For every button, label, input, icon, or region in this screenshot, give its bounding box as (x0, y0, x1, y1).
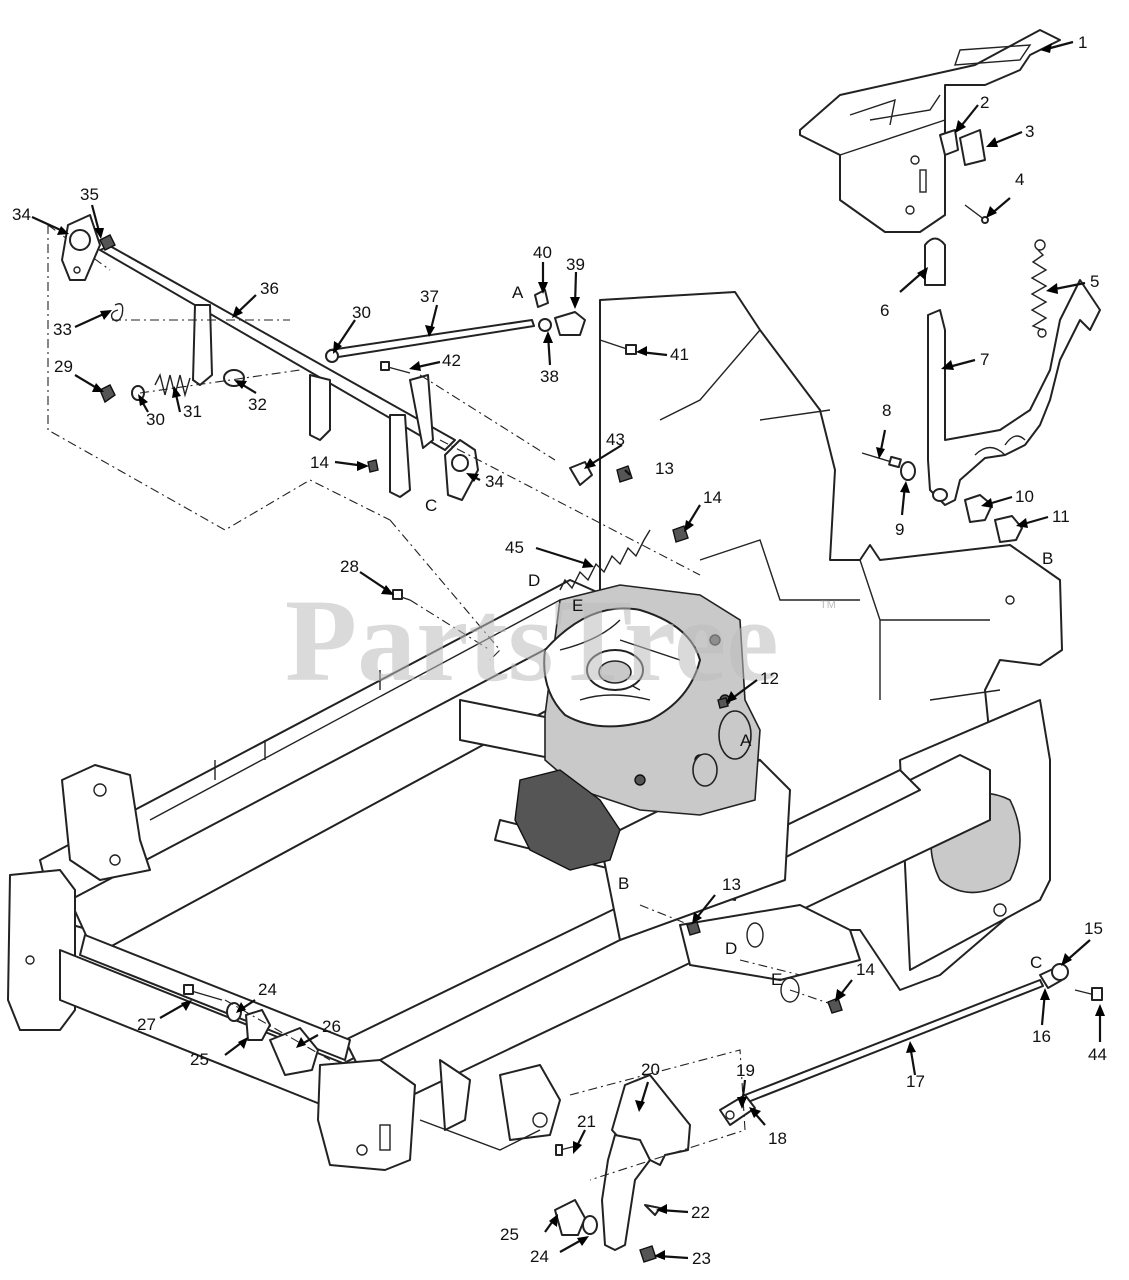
callout-arrows (31, 40, 1105, 1260)
callout-5: 5 (1090, 272, 1099, 291)
callout-34-right: 34 (485, 472, 504, 491)
callout-20: 20 (641, 1060, 660, 1079)
chassis-frame (7, 291, 1063, 1171)
callout-21: 21 (577, 1112, 596, 1131)
item-4-screw (964, 204, 986, 221)
ref-letter-a-lower: A (740, 731, 752, 750)
ref-letter-b-lower: B (618, 874, 629, 893)
callout-40: 40 (533, 243, 552, 262)
callout-36: 36 (260, 279, 279, 298)
callout-15: 15 (1084, 919, 1103, 938)
watermark-tm: TM (820, 599, 836, 611)
callout-10: 10 (1015, 487, 1034, 506)
right-front-hardware (639, 904, 843, 1014)
callout-37: 37 (420, 287, 439, 306)
callout-30-upper: 30 (352, 303, 371, 322)
callout-labels: 1 2 3 4 5 6 7 8 9 10 11 12 13 13 14 14 1… (12, 33, 1107, 1268)
upper-nuts (616, 465, 729, 709)
callout-13-lower: 13 (722, 875, 741, 894)
callout-31: 31 (183, 402, 202, 421)
ref-letter-c-lower: C (1030, 953, 1042, 972)
callout-29: 29 (54, 357, 73, 376)
callout-19: 19 (736, 1061, 755, 1080)
callout-25-lower: 25 (500, 1225, 519, 1244)
callout-28: 28 (340, 557, 359, 576)
callout-26: 26 (322, 1017, 341, 1036)
callout-14-lower: 14 (856, 960, 875, 979)
ref-letter-c-upper: C (425, 496, 437, 515)
callout-24-upper: 24 (258, 980, 277, 999)
front-left-hardware (183, 984, 331, 1076)
callout-18: 18 (768, 1129, 787, 1148)
callout-43: 43 (606, 430, 625, 449)
callout-33: 33 (53, 320, 72, 339)
callout-12: 12 (760, 669, 779, 688)
mount-bracket-assembly (799, 29, 1061, 233)
callout-45: 45 (505, 538, 524, 557)
callout-30-lower: 30 (146, 410, 165, 429)
callout-34-left: 34 (12, 205, 31, 224)
callout-17: 17 (906, 1072, 925, 1091)
callout-14-upper: 14 (703, 488, 722, 507)
callout-25-upper: 25 (190, 1050, 209, 1069)
callout-23: 23 (692, 1249, 711, 1268)
callout-8: 8 (882, 401, 891, 420)
callout-11: 11 (1052, 507, 1070, 526)
callout-16: 16 (1032, 1027, 1051, 1046)
callout-24-lower: 24 (530, 1247, 549, 1266)
callout-4: 4 (1015, 170, 1024, 189)
callout-14-left: 14 (310, 453, 329, 472)
ref-letter-e-upper: E (572, 596, 583, 615)
callout-7: 7 (980, 350, 989, 369)
pedal-linkage (719, 963, 1103, 1126)
item-5-spring (1030, 239, 1048, 338)
item-45-spring (559, 529, 651, 591)
item-3-switch (959, 129, 986, 166)
pedal-assembly (554, 1049, 746, 1263)
ref-letter-e-lower: E (771, 970, 782, 989)
shaft-assembly (47, 214, 701, 661)
callout-9: 9 (895, 520, 904, 539)
callout-2: 2 (980, 93, 989, 112)
ref-letter-d-upper: D (528, 571, 540, 590)
ref-letter-d-lower: D (725, 939, 737, 958)
ref-letter-b-upper: B (1042, 549, 1053, 568)
item-6-pad (924, 237, 946, 286)
callout-32: 32 (248, 395, 267, 414)
reference-letters: A A B B C C D D E E (425, 283, 1053, 989)
callout-22: 22 (691, 1203, 710, 1222)
callout-44: 44 (1088, 1045, 1107, 1064)
item-2-bracket (939, 129, 959, 156)
callout-6: 6 (880, 301, 889, 320)
callout-35: 35 (80, 185, 99, 204)
lever-hardware (861, 452, 1023, 543)
watermark-text: PartsTree (285, 575, 779, 706)
callout-13-upper: 13 (655, 459, 674, 478)
ref-letter-a-upper: A (512, 283, 524, 302)
transaxle-unit (514, 584, 761, 871)
callout-38: 38 (540, 367, 559, 386)
callout-1: 1 (1078, 33, 1087, 52)
callout-41: 41 (670, 345, 689, 364)
callout-42: 42 (442, 351, 461, 370)
item-7-lever (927, 279, 1101, 506)
callout-3: 3 (1025, 122, 1034, 141)
callout-39: 39 (566, 255, 585, 274)
callout-27: 27 (137, 1015, 156, 1034)
